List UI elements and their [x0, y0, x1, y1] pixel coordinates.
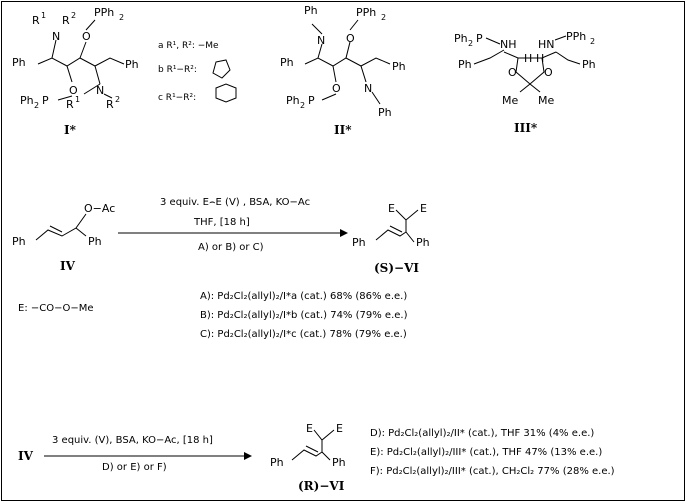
- atom-ph: Ph: [304, 4, 318, 17]
- reaction2-reagents: 3 equiv. (V), BSA, KO−Ac, [18 h]: [52, 435, 213, 446]
- superscript: 2: [34, 101, 39, 110]
- atom-e: E: [420, 202, 427, 215]
- result-f: F): Pd₂Cl₂(allyl)₂/III* (cat.), CH₂Cl₂ 7…: [370, 466, 615, 477]
- atom-ph: Ph: [125, 58, 139, 71]
- atom-me: Me: [538, 94, 554, 107]
- atom-nh: NH: [500, 38, 517, 51]
- text: P: [476, 32, 483, 45]
- superscript: 2: [119, 13, 124, 22]
- reaction-1: Ph O−Ac Ph IV 3 equiv. E⌢E (V) , BSA, KO…: [12, 197, 430, 340]
- atom-ph: Ph: [280, 56, 294, 69]
- atom-r2: R: [62, 14, 70, 27]
- atom-o: O: [82, 30, 91, 43]
- atom-r2: R: [106, 98, 114, 111]
- arrow-head: [244, 452, 252, 460]
- atom-ph: Ph: [416, 236, 430, 249]
- atom-ph2p: Ph: [454, 32, 468, 45]
- superscript: 2: [590, 37, 595, 46]
- atom-ph: Ph: [352, 236, 366, 249]
- atom-o: O: [332, 82, 341, 95]
- atom-e: E: [336, 422, 343, 435]
- atom-h: H: [524, 52, 532, 65]
- reaction2-conditions: D) or E) or F): [102, 462, 167, 473]
- atom-ph2p: Ph: [20, 94, 34, 107]
- reaction1-conditions: A) or B) or C): [198, 242, 264, 253]
- result-d: D): Pd₂Cl₂(allyl)₂/II* (cat.), THF 31% (…: [370, 428, 594, 439]
- superscript: 1: [75, 95, 80, 104]
- text: P: [42, 94, 49, 107]
- label-compound-IV: IV: [60, 259, 76, 273]
- atom-ph: Ph: [392, 60, 406, 73]
- atom-o: O: [544, 66, 553, 79]
- atom-ph: Ph: [270, 456, 284, 469]
- atom-ph: Ph: [458, 58, 472, 71]
- atom-o: O: [69, 84, 78, 97]
- label-compound-III: III*: [514, 121, 538, 135]
- superscript: 2: [115, 95, 120, 104]
- atom-n: N: [52, 30, 60, 43]
- substituent-c: c R¹−R²:: [158, 93, 196, 103]
- reaction-2: IV 3 equiv. (V), BSA, KO−Ac, [18 h] D) o…: [18, 422, 615, 493]
- structure-II: Ph Ph Ph N O PPh 2 O Ph 2 P N Ph II*: [280, 4, 406, 137]
- atom-pph2: PPh: [566, 30, 586, 43]
- atom-e: E: [388, 202, 395, 215]
- result-e: E): Pd₂Cl₂(allyl)₂/III* (cat.), THF 47% …: [370, 447, 602, 458]
- substituent-b: b R¹−R²:: [158, 65, 197, 75]
- cyclohexane-ring: [215, 83, 237, 103]
- superscript: 1: [41, 11, 46, 20]
- atom-pph2: PPh: [94, 6, 114, 19]
- atom-oac: O−Ac: [84, 202, 115, 215]
- superscript: 2: [468, 39, 473, 48]
- atom-ph2p: Ph: [286, 94, 300, 107]
- e-definition: E: −CO−O−Me: [18, 303, 94, 314]
- atom-pph2: PPh: [356, 6, 376, 19]
- structure-I: Ph Ph N R 1 R 2 O PPh O Ph 2 P N R 1 R 2…: [12, 6, 139, 137]
- arrow-head: [340, 229, 348, 237]
- label-compound-I: I*: [64, 123, 77, 137]
- atom-o: O: [346, 32, 355, 45]
- superscript: 2: [300, 101, 305, 110]
- reaction1-reagents: 3 equiv. E⌢E (V) , BSA, KO−Ac: [160, 197, 310, 208]
- superscript: 2: [381, 13, 386, 22]
- atom-o: O: [508, 66, 517, 79]
- substituent-legend: a R¹, R²: −Me b R¹−R²: c R¹−R²:: [158, 41, 237, 103]
- atom-r1: R: [66, 98, 74, 111]
- atom-ph: Ph: [12, 56, 26, 69]
- atom-me: Me: [502, 94, 518, 107]
- result-c: C): Pd₂Cl₂(allyl)₂/I*c (cat.) 78% (79% e…: [200, 329, 407, 340]
- atom-ph: Ph: [88, 235, 102, 248]
- text: P: [308, 94, 315, 107]
- structure-III: Ph 2 P NH HN PPh 2 Ph Ph H H O O Me Me I…: [454, 30, 596, 135]
- atom-ph: Ph: [582, 58, 596, 71]
- atom-ph: Ph: [12, 235, 26, 248]
- label-compound-IV: IV: [18, 449, 34, 463]
- cyclopentane-ring: [212, 59, 231, 79]
- label-compound-R-VI: (R)−VI: [298, 479, 345, 493]
- reaction1-solvent: THF, [18 h]: [193, 217, 250, 228]
- label-compound-II: II*: [334, 123, 352, 137]
- label-compound-S-VI: (S)−VI: [374, 261, 419, 275]
- atom-n: N: [317, 34, 325, 47]
- result-b: B): Pd₂Cl₂(allyl)₂/I*b (cat.) 74% (79% e…: [200, 310, 408, 321]
- atom-n: N: [96, 84, 104, 97]
- substituent-a: a R¹, R²: −Me: [158, 41, 219, 51]
- atom-ph: Ph: [332, 456, 346, 469]
- atom-r1: R: [32, 14, 40, 27]
- atom-hn: HN: [538, 38, 555, 51]
- result-a: A): Pd₂Cl₂(allyl)₂/I*a (cat.) 68% (86% e…: [200, 291, 407, 302]
- atom-h: H: [536, 52, 544, 65]
- atom-n: N: [364, 82, 372, 95]
- atom-ph: Ph: [378, 106, 392, 119]
- superscript: 2: [71, 11, 76, 20]
- atom-e: E: [306, 422, 313, 435]
